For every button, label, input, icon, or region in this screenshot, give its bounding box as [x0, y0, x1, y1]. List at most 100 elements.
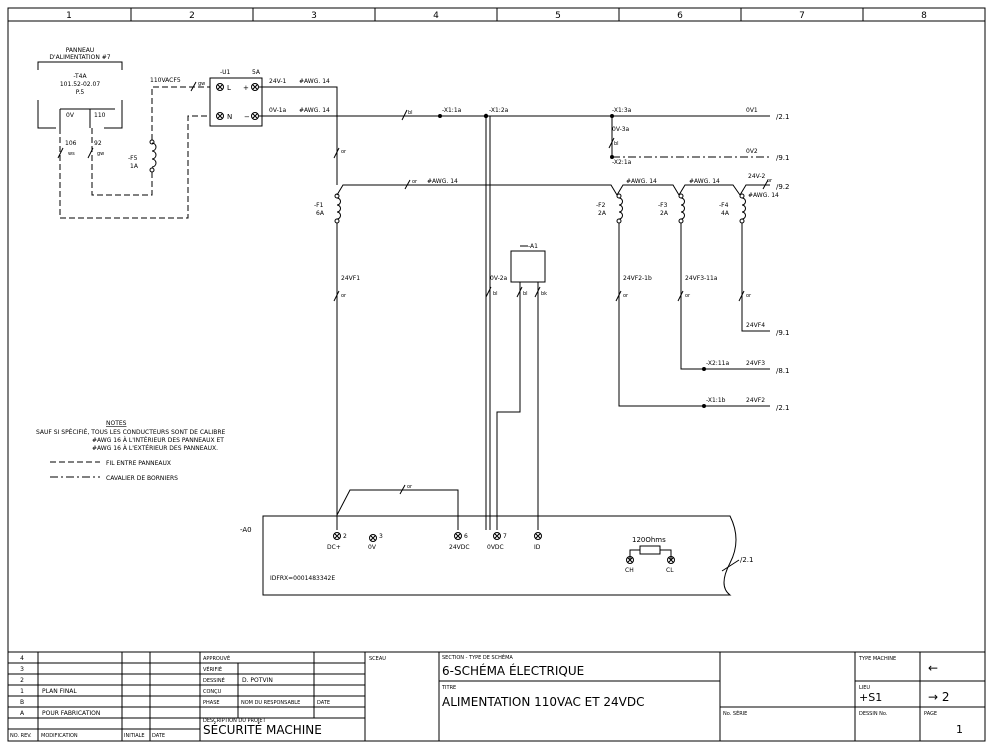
label-description-projet: DESCRIPTION DU PROJET [203, 718, 267, 724]
ref-9-1: /9.1 [776, 329, 790, 337]
wire-label-24vf3-11a: 24VF3-11a [685, 275, 718, 282]
module-a1: -A1 [510, 243, 546, 283]
wire-label-24vf3: 24VF3 [746, 360, 765, 367]
label-type-machine: TYPE MACHINE [858, 656, 896, 662]
legend-dashed: FIL ENTRE PANNEAUX [106, 460, 171, 467]
rev-number: 2 [20, 677, 24, 684]
column-number: 6 [677, 11, 683, 21]
resistor-label: 120Ohms [632, 536, 666, 544]
panel-ref2: P.5 [76, 89, 85, 96]
wire-label-0v3a: 0V-3a [612, 126, 630, 133]
terminal-number: 6 [464, 533, 468, 540]
feed-color-gw: gw [198, 81, 205, 87]
terminal-x1-3a: -X1:3a [612, 107, 632, 114]
terminal-0vdc: 0VDC [487, 544, 504, 551]
sheet-border [7, 7, 986, 742]
wire-label-92: 92 [94, 140, 102, 147]
feed-110vac: 110VACF5 gw [150, 77, 210, 140]
rev-modification: PLAN FINAL [42, 688, 77, 695]
junction-dot [438, 114, 442, 118]
column-numbers: 1 2 3 4 5 6 7 8 [66, 11, 927, 21]
ref-2-1: /2.1 [740, 556, 754, 564]
fuse-f5-rating: 1A [130, 163, 139, 170]
junction-dot [702, 404, 706, 408]
wire-label-0v2a: 0V-2a [490, 275, 508, 282]
wire-label-24vf1: 24VF1 [341, 275, 360, 282]
fuse-f5-tag: -F5 [128, 155, 138, 162]
notes-line: #AWG 16 À L'INTÉRIEUR DES PANNEAUX ET [92, 436, 224, 444]
notes: NOTES SAUF SI SPÉCIFIÉ, TOUS LES CONDUCT… [36, 420, 226, 482]
wire-label-24vf2: 24VF2 [746, 397, 765, 404]
fuse-f1: -F1 6A [314, 193, 341, 224]
panel-tag: -T4A [73, 73, 87, 80]
wire-label-0v1a: 0V-1a [269, 107, 287, 114]
notes-title: NOTES [106, 420, 127, 427]
fuse-tag: -F1 [314, 202, 324, 209]
wire-gauge: #AWG. 14 [299, 107, 330, 114]
panel-terminal-110: 110 [94, 112, 106, 119]
ref-2-1: /2.1 [776, 404, 790, 412]
wire-gauge: #AWG. 14 [299, 78, 330, 85]
panel-title-line2: D'ALIMENTATION #7 [49, 54, 110, 61]
rev-number: 1 [20, 688, 24, 695]
title-block: 4 3 2 1 PLAN FINAL B A POUR FABRICATION … [8, 651, 985, 741]
rev-header-mod: MODIFICATION [41, 733, 78, 739]
wire-gauge: #AWG. 14 [689, 178, 720, 185]
power-supply-u1: -U1 5A L N + − [209, 69, 263, 127]
ref-2-1: /2.1 [776, 113, 790, 121]
wire-label-24v1: 24V-1 [269, 78, 287, 85]
wire-label-24vf4: 24VF4 [746, 322, 765, 329]
label-serial: No. SÉRIE [723, 709, 747, 717]
column-number: 4 [433, 11, 439, 21]
psu-tag: -U1 [220, 69, 231, 76]
wire-color-ws: ws [68, 151, 75, 157]
rev-number: 3 [20, 666, 24, 673]
device-serial: IDFRX=0001483342E [270, 575, 335, 582]
section-value: 6-SCHÉMA ÉLECTRIQUE [442, 663, 584, 678]
column-number: 8 [921, 11, 927, 21]
terminal-x2-1a: -X2:1a [612, 159, 632, 166]
column-number: 3 [311, 11, 317, 21]
ref-9-1: /9.1 [776, 154, 790, 162]
resistor-icon [639, 545, 661, 555]
column-number: 5 [555, 11, 561, 21]
terminal-number: 3 [379, 533, 383, 540]
terminal-cl: CL [666, 567, 674, 574]
wire-color-bl: bl [408, 110, 413, 116]
rev-header-date: DATE [152, 733, 165, 739]
label-responsable: NOM DU RESPONSABLE [241, 700, 300, 706]
wire-color-bl: bl [493, 291, 498, 297]
panel-terminal-0v: 0V [66, 112, 75, 119]
terminal-number: 2 [343, 533, 347, 540]
device-a0-tag: -A0 [240, 526, 252, 534]
wire-label-106: 106 [65, 140, 77, 147]
fuse-tag: -F3 [658, 202, 668, 209]
wire-color-or: or [407, 484, 413, 490]
prev-page-arrow[interactable]: ← [928, 661, 938, 675]
wire-color-or: or [623, 293, 629, 299]
fuse-rating: 2A [598, 210, 607, 217]
wire-color-bl: bl [614, 141, 619, 147]
wire-label-0v1: 0V1 [746, 107, 758, 114]
wire-color-gw: gw [97, 151, 104, 157]
terminal-ch: CH [625, 567, 634, 574]
rev-modification: POUR FABRICATION [42, 710, 100, 717]
legend-dashdot: CAVALIER DE BORNIERS [106, 475, 178, 482]
fuse-rating: 4A [721, 210, 730, 217]
next-page-arrow[interactable]: → 2 [928, 690, 950, 704]
wire-color-bk: bk [541, 291, 547, 297]
wire-gauge: #AWG. 14 [427, 178, 458, 185]
wire-gauge: #AWG. 14 [626, 178, 657, 185]
device-a0: -A0 2 DC+ 3 0V 6 24VDC 7 0VDC ID 120Ohms… [240, 515, 754, 596]
wire-gauge: #AWG. 14 [748, 192, 779, 199]
psu-terminal-minus: − [244, 113, 250, 121]
rev-header-no: NO. REV. [10, 733, 32, 739]
terminal-id: ID [534, 544, 541, 551]
psu-terminal-plus: + [243, 84, 249, 92]
wire-color-or: or [746, 293, 752, 299]
project-name: SÉCURITÉ MACHINE [203, 722, 322, 737]
wire-color-or: or [341, 149, 347, 155]
terminal-x2-11a: -X2:11a [706, 360, 729, 367]
wire-label-0v2: 0V2 [746, 148, 758, 155]
wire-color-or: or [412, 179, 418, 185]
